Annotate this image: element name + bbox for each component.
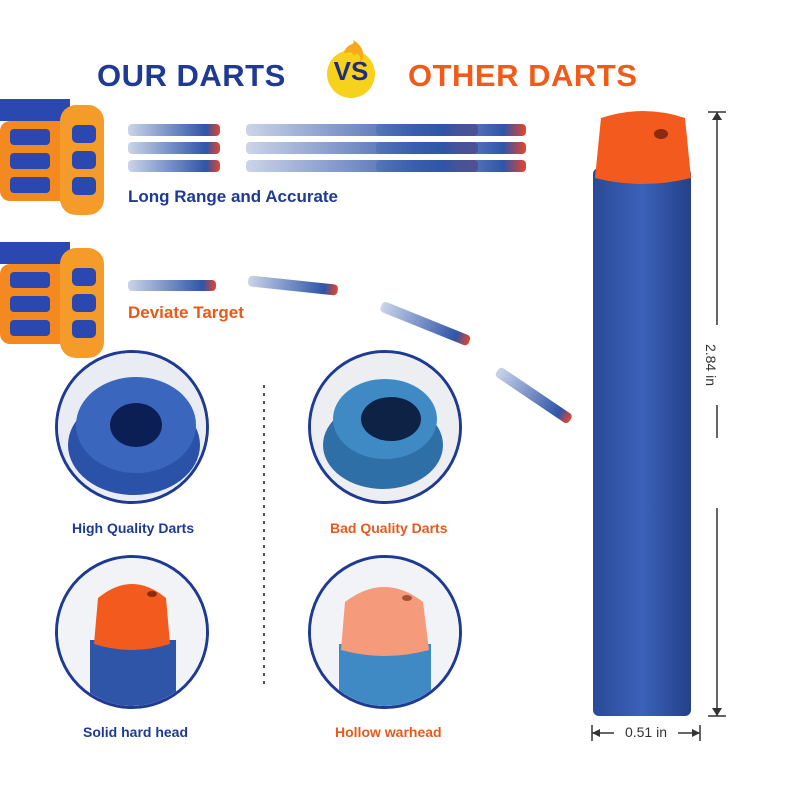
ours-caption: Long Range and Accurate [128,187,339,206]
hollow-head-closeup [308,555,462,709]
other-darts-title: OTHER DARTS [408,58,638,93]
hollow-head-icon [311,558,459,706]
bad-quality-closeup [308,350,462,504]
hollow-head-label: Hollow warhead [335,724,442,740]
length-label: 2.84 in [703,325,719,405]
our-darts-title: OUR DARTS [97,58,286,93]
straight-darts-graphic [128,124,526,172]
large-dart-graphic [593,111,691,716]
deviating-darts-graphic [128,275,572,424]
hollow-foam-end-icon [311,353,459,501]
blaster-bottom-icon [0,242,104,358]
vs-badge: VS [320,38,382,100]
flame-icon [327,40,375,98]
solid-head-label: Solid hard head [83,724,189,740]
high-quality-closeup [55,350,209,504]
width-label: 0.51 in [624,724,668,740]
solid-head-icon [58,558,206,706]
width-dimension-line [591,724,701,742]
solid-head-closeup [55,555,209,709]
high-quality-label: High Quality Darts [72,520,195,536]
dotted-divider [263,385,265,685]
length-dimension-line [706,111,728,717]
bad-quality-label: Bad Quality Darts [330,520,448,536]
vs-label: VS [333,56,369,86]
solid-foam-end-icon [58,353,206,501]
blaster-top-icon [0,99,104,215]
other-caption: Deviate Target [128,303,244,322]
